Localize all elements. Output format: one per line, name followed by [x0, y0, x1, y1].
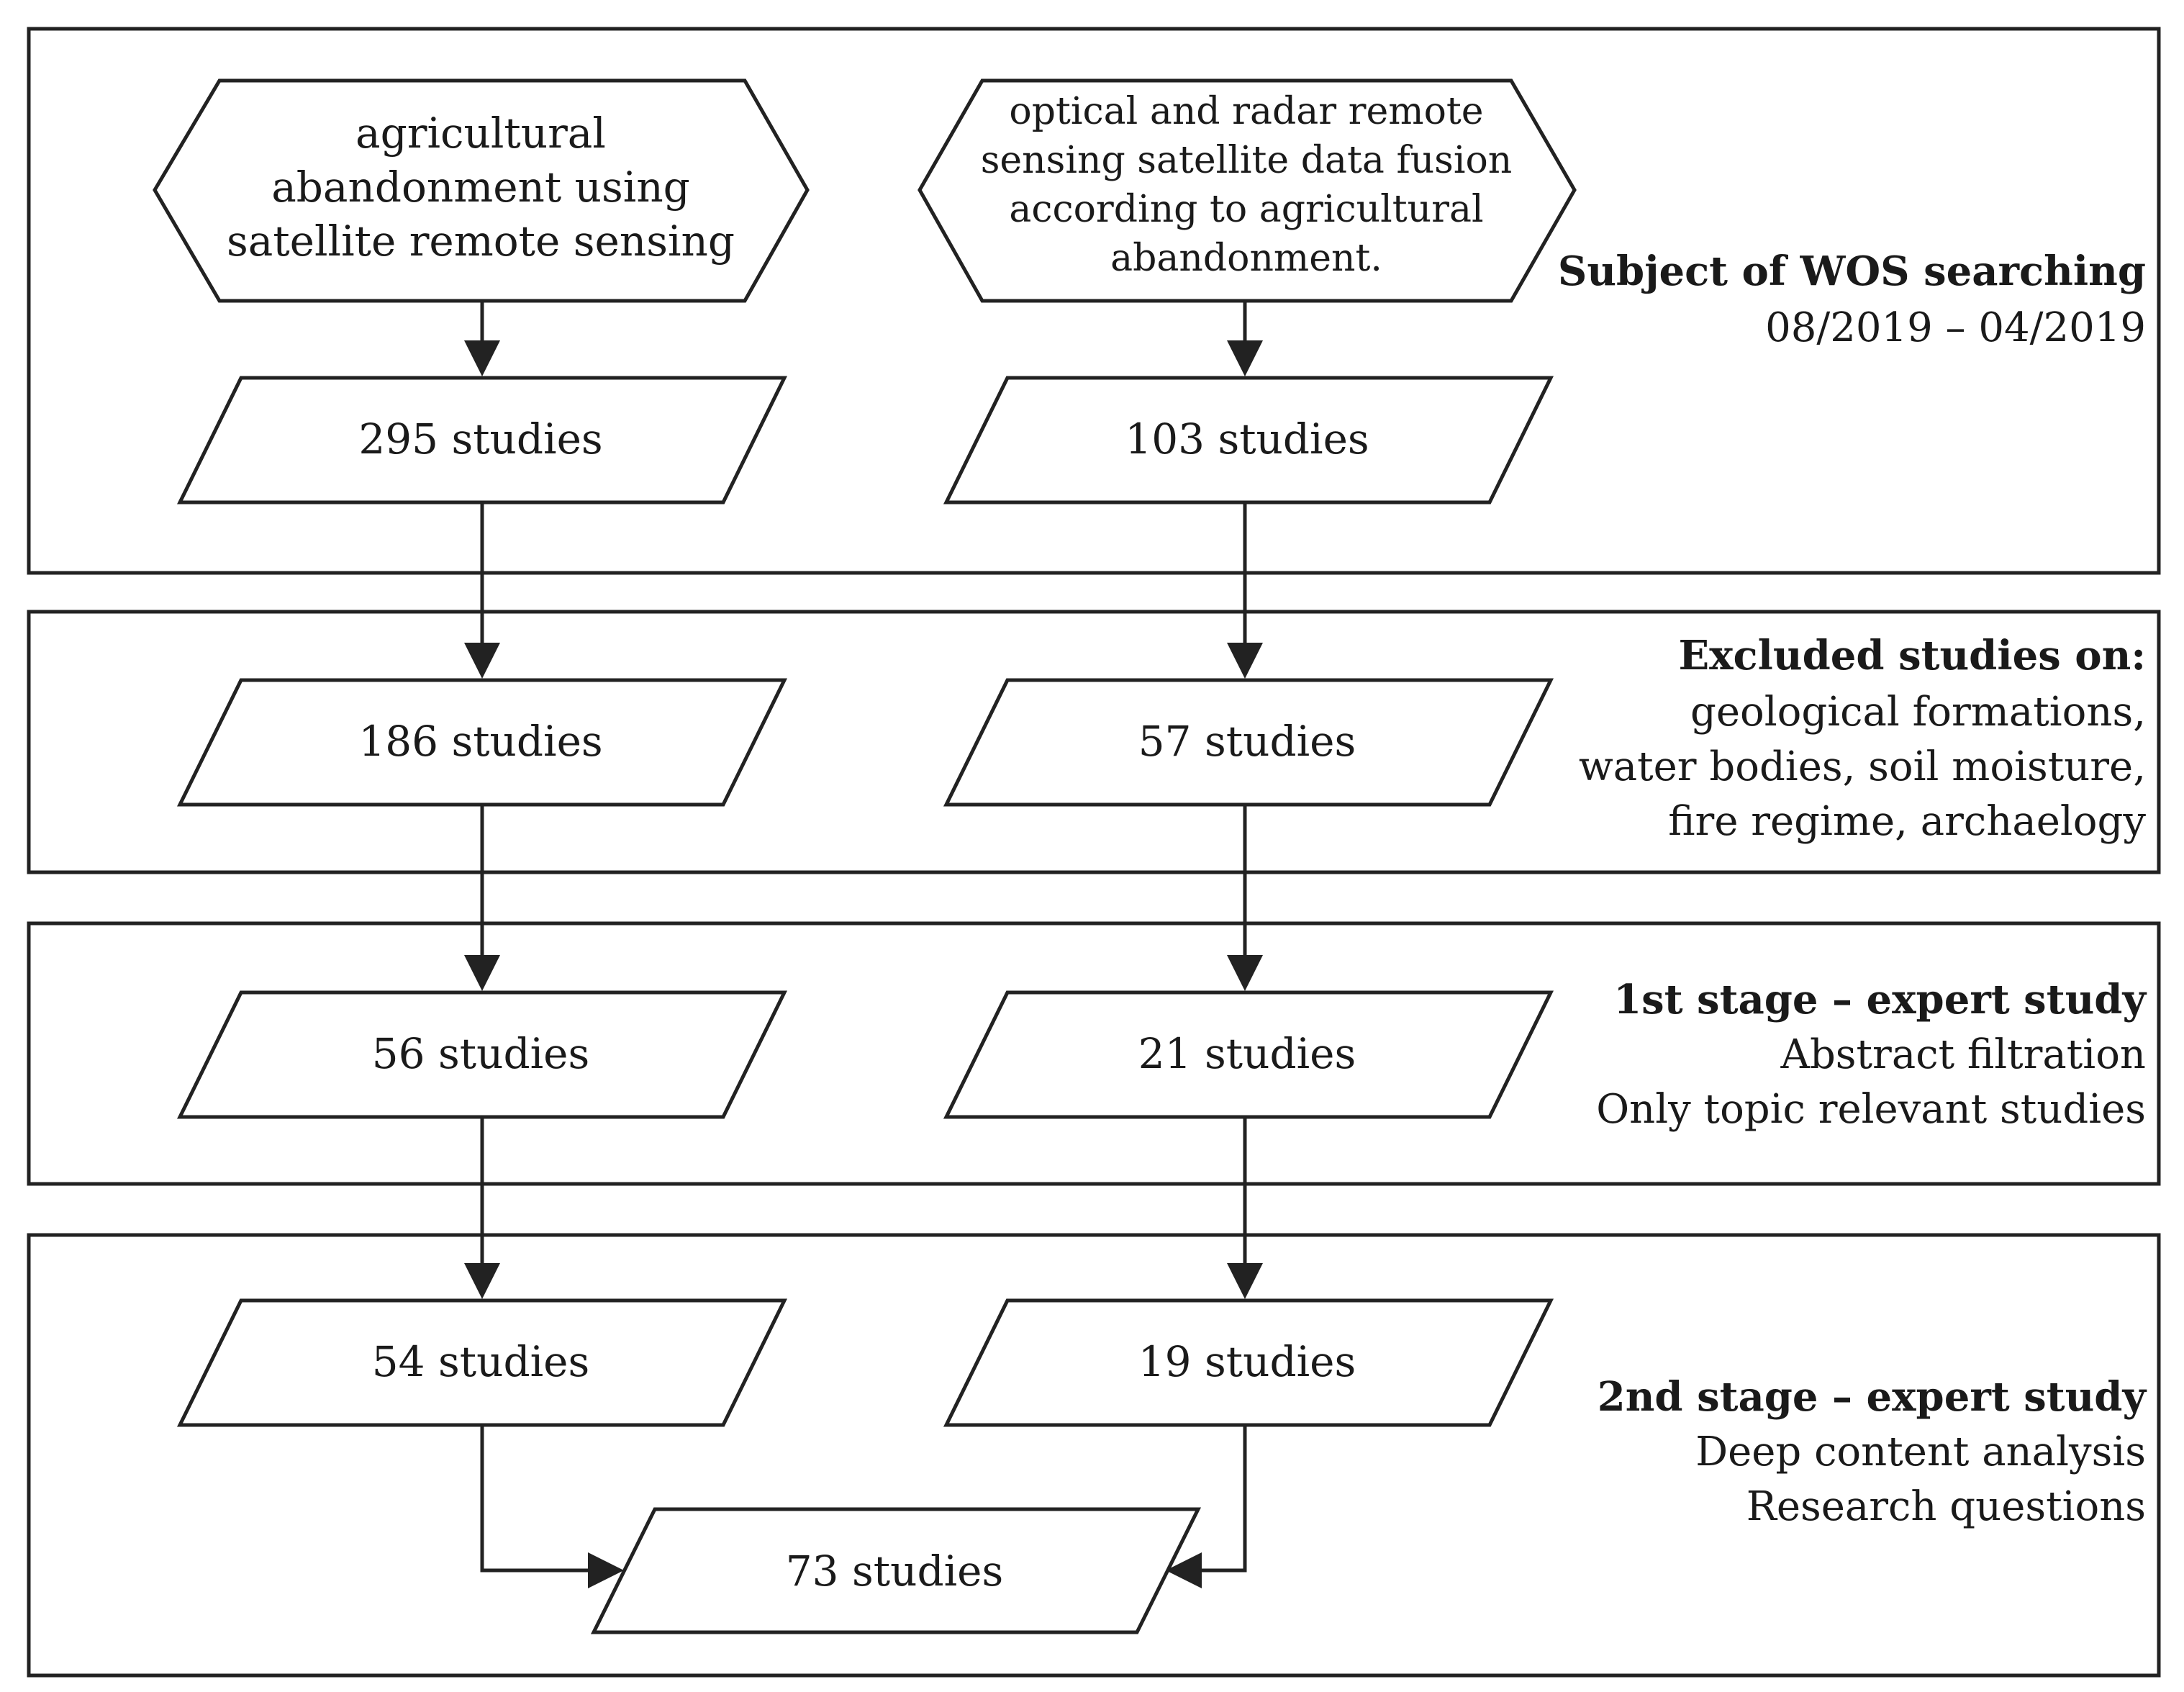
- count-right-1: 103 studies: [943, 376, 1554, 505]
- panel-line: Only topic relevant studies: [1596, 1086, 2146, 1133]
- parallelogram: [943, 1298, 1554, 1427]
- parallelogram: [943, 990, 1554, 1119]
- count-right-2: 57 studies: [943, 678, 1554, 807]
- hexagon-right: [917, 78, 1577, 303]
- search-term-right-line-4: abandonment.: [1110, 237, 1382, 280]
- panel-line: geological formations,: [1690, 689, 2146, 736]
- search-term-right-line-1: optical and radar remote: [1009, 90, 1483, 133]
- parallelogram: [176, 1298, 788, 1427]
- panel-excluded: [27, 610, 2161, 874]
- count-label: 57 studies: [1138, 717, 1356, 766]
- parallelogram: [943, 678, 1554, 807]
- count-label: 21 studies: [1138, 1029, 1356, 1078]
- search-term-right: optical and radar remote sensing satelli…: [917, 78, 1577, 303]
- count-label: 295 studies: [358, 415, 602, 463]
- search-term-right-line-3: according to agricultural: [1009, 188, 1483, 231]
- panel-line: Deep content analysis: [1695, 1429, 2146, 1475]
- count-left-4: 54 studies: [176, 1298, 788, 1427]
- panel-title: 2nd stage – expert study: [1598, 1373, 2147, 1421]
- search-term-left-line-2: abandonment using: [271, 163, 690, 212]
- panel-label-excluded: Excluded studies on: geological formatio…: [1579, 632, 2147, 845]
- panel-title: 1st stage – expert study: [1613, 976, 2147, 1023]
- count-label: 186 studies: [358, 717, 602, 766]
- parallelogram: [176, 990, 788, 1119]
- panel-line: fire regime, archaelogy: [1668, 798, 2146, 845]
- count-left-2: 186 studies: [176, 678, 788, 807]
- parallelogram: [590, 1507, 1202, 1634]
- panel-label-search: Subject of WOS searching 08/2019 – 04/20…: [1558, 248, 2146, 351]
- merged-count-label: 73 studies: [786, 1547, 1003, 1596]
- panel-stage2: [27, 1233, 2161, 1678]
- panel-line: 08/2019 – 04/2019: [1765, 304, 2146, 351]
- panel-title: Excluded studies on:: [1678, 632, 2146, 679]
- parallelogram: [943, 376, 1554, 505]
- parallelogram: [176, 678, 788, 807]
- panel-line: Research questions: [1746, 1483, 2146, 1530]
- count-left-3: 56 studies: [176, 990, 788, 1119]
- count-merged: 73 studies: [590, 1507, 1202, 1634]
- search-term-left-line-3: satellite remote sensing: [227, 217, 735, 266]
- search-term-left-line-1: agricultural: [355, 109, 606, 158]
- search-term-left: agricultural abandonment using satellite…: [153, 78, 810, 303]
- edge-right-merge: [1166, 1425, 1247, 1588]
- panel-label-stage1: 1st stage – expert study Abstract filtra…: [1596, 976, 2147, 1133]
- search-term-right-line-2: sensing satellite data fusion: [981, 139, 1513, 182]
- hexagon-left: [153, 78, 810, 303]
- panel-search: [27, 27, 2161, 575]
- count-label: 103 studies: [1125, 415, 1369, 463]
- parallelogram: [176, 376, 788, 505]
- count-right-4: 19 studies: [943, 1298, 1554, 1427]
- panel-label-stage2: 2nd stage – expert study Deep content an…: [1598, 1373, 2147, 1530]
- count-left-1: 295 studies: [176, 376, 788, 505]
- count-label: 54 studies: [372, 1337, 589, 1386]
- count-label: 56 studies: [372, 1029, 589, 1078]
- panel-line: water bodies, soil moisture,: [1579, 743, 2146, 790]
- edge-left-merge: [480, 1425, 624, 1588]
- count-label: 19 studies: [1138, 1337, 1356, 1386]
- panel-title: Subject of WOS searching: [1558, 248, 2146, 295]
- count-right-3: 21 studies: [943, 990, 1554, 1119]
- panel-line: Abstract filtration: [1780, 1031, 2146, 1078]
- connectors: [464, 301, 1263, 1588]
- panel-stage1: [27, 921, 2161, 1186]
